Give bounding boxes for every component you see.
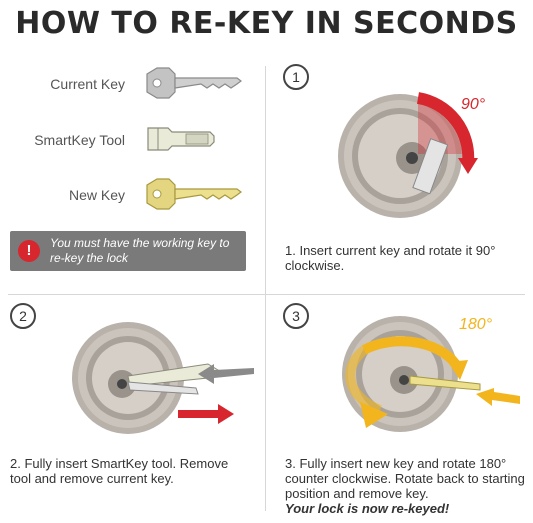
step-3-lock-illustration: [342, 316, 520, 432]
step-3-caption: 3. Fully insert new key and rotate 180° …: [285, 456, 530, 516]
step-1-caption: 1. Insert current key and rotate it 90° …: [285, 243, 496, 273]
step-3-caption-emphasis: Your lock is now re-keyed!: [285, 501, 450, 516]
current-key-label: Current Key: [50, 76, 125, 92]
step-1-lock-illustration: [338, 92, 478, 218]
new-key-label: New Key: [68, 187, 125, 203]
current-key-icon: [146, 67, 242, 99]
new-key-icon: [146, 178, 242, 210]
step-2-caption: 2. Fully insert SmartKey tool. Remove to…: [10, 456, 229, 486]
horizontal-divider: [8, 294, 525, 295]
smartkey-tool-icon: [147, 127, 215, 151]
step-3-caption-text: 3. Fully insert new key and rotate 180° …: [285, 456, 525, 501]
step-1-angle-label: 90°: [461, 96, 486, 113]
smartkey-tool-label: SmartKey Tool: [34, 132, 125, 148]
vertical-divider: [265, 66, 266, 511]
warning-text: You must have the working key to re-key …: [50, 236, 230, 265]
step-3-badge: 3: [283, 303, 309, 329]
step-3-angle-label: 180°: [459, 316, 493, 333]
warning-banner: ! You must have the working key to re-ke…: [10, 231, 246, 271]
step-1-badge: 1: [283, 64, 309, 90]
page-title: HOW TO RE-KEY IN SECONDS: [15, 6, 518, 41]
step-2-lock-illustration: [72, 322, 254, 434]
warning-icon: !: [18, 240, 40, 262]
step-2-badge: 2: [10, 303, 36, 329]
